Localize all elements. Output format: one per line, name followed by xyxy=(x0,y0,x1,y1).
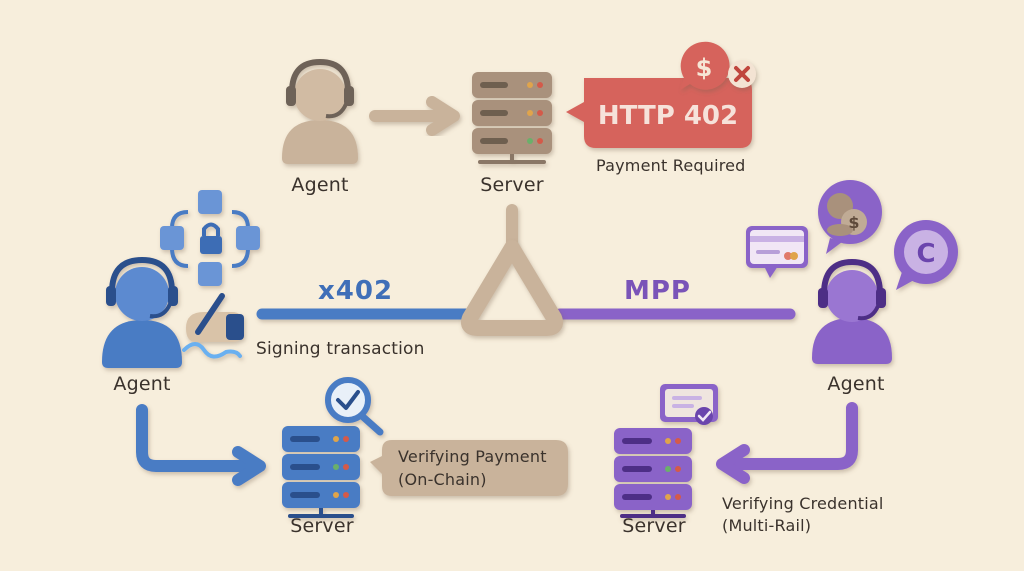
right-server-icon xyxy=(614,428,692,518)
left-agent-label: Agent xyxy=(113,373,171,395)
magnifier-check-icon xyxy=(325,377,384,436)
certificate-icon xyxy=(660,384,718,425)
credit-card-icon xyxy=(746,226,808,278)
verify-payment-line2: (On-Chain) xyxy=(398,470,487,489)
top-arrow-icon xyxy=(369,96,460,136)
error-x-icon xyxy=(728,60,756,88)
x402-label: x402 xyxy=(318,276,394,306)
mpp-label: MPP xyxy=(624,276,691,306)
verify-credential-line2: (Multi-Rail) xyxy=(722,516,812,535)
left-agent-icon xyxy=(102,256,182,368)
coin-symbol: $ xyxy=(848,213,859,232)
http-402-text: HTTP 402 xyxy=(598,101,738,131)
dollar-symbol: $ xyxy=(696,54,713,82)
crypto-bubble-icon xyxy=(894,220,958,290)
coins-bubble-icon xyxy=(818,180,882,254)
verify-credential-line1: Verifying Credential xyxy=(722,494,884,513)
dollar-bubble-icon xyxy=(680,41,730,90)
right-agent-icon xyxy=(812,258,892,364)
signing-pen-icon xyxy=(182,293,244,359)
top-agent-label: Agent xyxy=(291,174,349,196)
top-server-label: Server xyxy=(480,174,544,196)
payment-required-caption: Payment Required xyxy=(596,156,746,175)
crypto-symbol: C xyxy=(916,239,935,269)
triangle-hub-icon xyxy=(461,240,563,336)
right-flow-arrow-icon xyxy=(716,402,858,484)
left-flow-arrow-icon xyxy=(136,404,266,486)
signing-transaction-caption: Signing transaction xyxy=(256,339,425,359)
verify-payment-line1: Verifying Payment xyxy=(398,447,547,466)
http-402-bubble xyxy=(566,78,752,148)
right-agent-label: Agent xyxy=(827,373,885,395)
blockchain-cycle-icon xyxy=(160,190,260,286)
right-server-label: Server xyxy=(622,515,686,537)
top-server-icon xyxy=(472,72,552,164)
top-agent-icon xyxy=(282,58,358,164)
left-server-label: Server xyxy=(290,515,354,537)
verify-payment-bubble xyxy=(370,440,568,496)
left-server-icon xyxy=(282,426,360,518)
